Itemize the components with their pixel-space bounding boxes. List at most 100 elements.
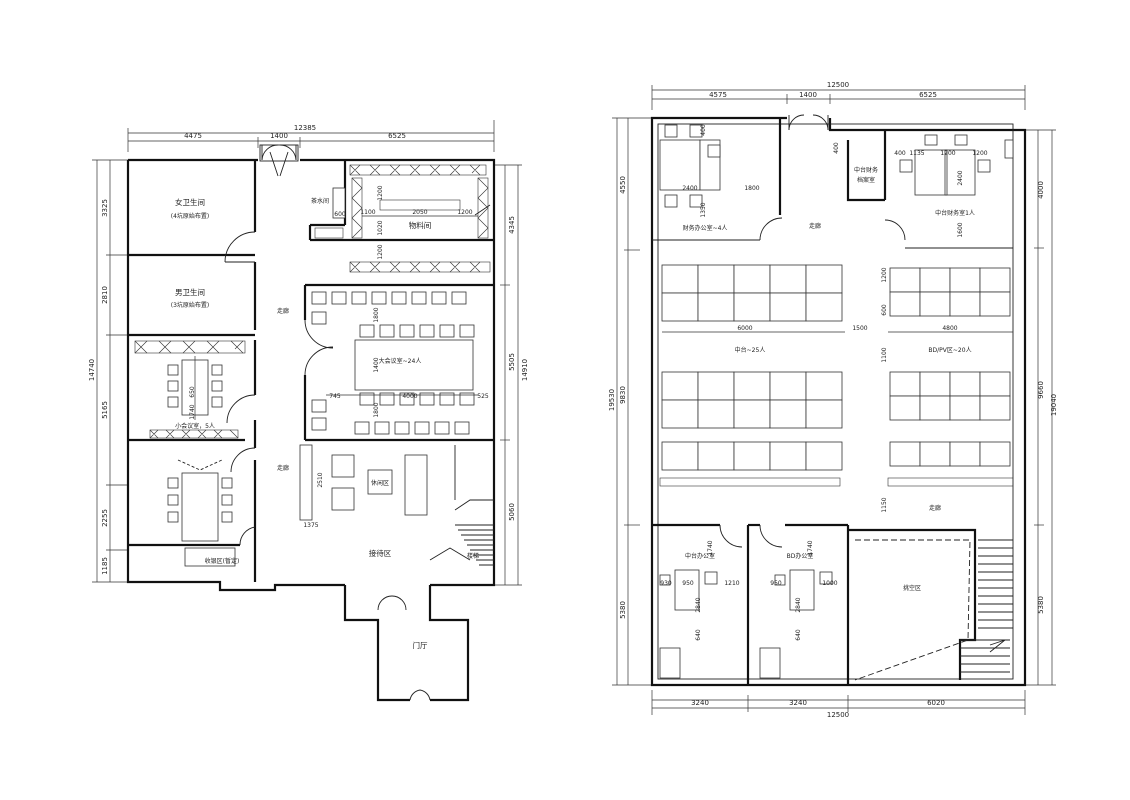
plan2-room-office-b: BD办公室 (787, 552, 814, 560)
plan2-dim-2400-a: 2400 (682, 185, 697, 192)
plan-2: 12500 4575 1400 6525 3240 3240 6020 1250… (608, 81, 1058, 719)
plan2-dim-right-3: 5380 (1037, 596, 1045, 614)
plan1-dim-525: 525 (477, 393, 489, 400)
plan1-dim-top-1: 4475 (184, 132, 202, 140)
plan2-room-open-left: 中台~25人 (735, 346, 766, 354)
plan2-room-hr: 中台财务 (854, 166, 878, 174)
plan1-room-meeting-small: 小会议室，5人 (175, 422, 215, 430)
plan1-dim-1200-c: 1200 (377, 244, 384, 259)
plan2-dim-1000: 1000 (822, 580, 837, 587)
plan1-room-lobby: 门厅 (413, 641, 428, 650)
plan2-room-hr-sub: 档案室 (857, 176, 875, 184)
plan1-dim-2510: 2510 (317, 472, 324, 487)
plan2-desk-row-4 (889, 267, 1011, 317)
plan1-dim-1200-b: 1200 (377, 185, 384, 200)
plan1-room-male-wc: 男卫生间 (175, 287, 205, 297)
plan2-dim-2400-b: 2400 (957, 170, 964, 185)
plan2-dim-1150: 1150 (881, 497, 888, 512)
plan2-top-right-rooms: 400 1200 1135 400 1200 2400 1600 中台财务 档案… (833, 130, 1014, 249)
plan2-dim-1500: 1500 (852, 325, 867, 332)
plan1-dim-right-2: 5505 (508, 353, 516, 371)
plan2-dim-bottom-2: 3240 (789, 699, 807, 707)
plan1-dim-left-4: 2255 (101, 509, 109, 527)
plan1-room-female-wc-note: (4坑原始布置) (171, 212, 210, 220)
plan2-dim-1135: 1135 (909, 150, 924, 157)
plan2-dim-2840-b: 2840 (795, 597, 802, 612)
plan2-dim-1200-b: 1200 (972, 150, 987, 157)
plan1-room-reception: 接待区 (369, 548, 392, 558)
plan2-dim-1350: 1350 (700, 202, 707, 217)
plan2-dim-2840-a: 2840 (695, 597, 702, 612)
plan2-dim-right-total: 19040 (1050, 394, 1058, 416)
plan1-conf-chairs-bottom (311, 392, 475, 435)
plan1-dim-745: 745 (329, 393, 341, 400)
plan2-dim-bottom-1: 3240 (691, 699, 709, 707)
plan2-desk-row-2 (661, 371, 843, 429)
plan1-dim-1020: 1020 (377, 220, 384, 235)
plan2-dim-1740-b: 1740 (807, 540, 814, 555)
plan2-dim-right-2: 9660 (1037, 381, 1045, 399)
plan2-bottom-dimension: 3240 3240 6020 12500 (651, 690, 1026, 719)
plan2-desk-row-5 (889, 371, 1011, 421)
plan2-dim-top-3: 6525 (919, 91, 937, 99)
plan2-top-door (788, 114, 829, 131)
plan2-void-area: 挑空区 (848, 528, 1013, 681)
plan1-room-female-wc: 女卫生间 (175, 197, 205, 207)
plan1-corridor-1: 走廊 (277, 307, 289, 315)
plan2-dim-400-b: 400 (833, 142, 840, 154)
plan2-dim-400-c: 400 (894, 150, 906, 157)
plan2-dim-1800-a: 1800 (744, 185, 759, 192)
plan1-dim-right-1: 4345 (508, 216, 516, 234)
plan2-dim-640-a: 640 (695, 629, 702, 641)
plan2-corridor-top: 走廊 (809, 222, 821, 230)
plan1-dim-600: 600 (334, 211, 346, 218)
plan1-room-stair: 楼梯 (467, 552, 479, 560)
plan2-dim-930: 930 (660, 580, 672, 587)
plan1-dim-1800-b: 1800 (373, 402, 380, 417)
plan2-dim-left-2: 9830 (619, 386, 627, 404)
plan1-reception: 2510 1375 休闲区 接待区 楼梯 (299, 444, 494, 566)
plan1-dim-1200-a: 1200 (457, 209, 472, 216)
plan1-dim-top-2: 1400 (270, 132, 288, 140)
plan2-room-office-a: 中台办公室 (685, 552, 715, 560)
plan2-corridor-mid: 走廊 (929, 504, 941, 512)
plan2-top-dimension: 12500 4575 1400 6525 (651, 81, 1026, 110)
plan-1: 12385 4475 1400 6525 14740 3325 2810 516… (88, 120, 529, 702)
plan1-dim-1100: 1100 (360, 209, 375, 216)
plan1-dim-650: 650 (189, 386, 196, 398)
plan1-dim-right-3: 5060 (508, 503, 516, 521)
plan1-room-male-wc-note: (3坑原始布置) (171, 301, 210, 309)
plan1-top-dimension: 12385 4475 1400 6525 (127, 120, 495, 152)
plan1-lobby: 门厅 (343, 585, 470, 702)
plan1-dim-top-total: 12385 (294, 124, 316, 132)
plan1-dim-1800-a: 1800 (373, 307, 380, 322)
plan1-room-conf-large: 大会议室~24人 (379, 357, 422, 365)
plan1-left-dimension: 14740 3325 2810 5165 2255 1185 (88, 159, 128, 583)
plan2-right-dimension: 4000 9660 5380 19040 (1025, 129, 1058, 686)
plan2-dim-bottom-total: 12500 (827, 711, 849, 719)
plan1-dim-top-3: 6525 (388, 132, 406, 140)
plan2-dim-1210: 1210 (724, 580, 739, 587)
plan2-room-open-right: BD/PV区~20人 (928, 347, 971, 354)
plan2-dim-1600: 1600 (957, 222, 964, 237)
plan2-dim-400-a: 400 (700, 124, 707, 136)
plan1-dim-left-total: 14740 (88, 359, 96, 381)
plan2-dim-950-a: 950 (682, 580, 694, 587)
plan2-lower-offices: 1740 1740 930 950 1210 950 1000 2840 284… (652, 523, 850, 685)
plan2-dim-1200-a: 1200 (940, 150, 955, 157)
plan2-dim-600: 600 (881, 304, 888, 316)
plan2-dim-left-1: 4550 (619, 176, 627, 194)
plan2-dim-1740-a: 1740 (707, 540, 714, 555)
plan2-desk-row-3 (661, 441, 843, 471)
plan1-dim-1375: 1375 (303, 522, 318, 529)
plan1-dim-1400: 1400 (373, 357, 380, 372)
plan1-right-dimension: 4345 5505 5060 14910 (494, 164, 529, 586)
plan2-dim-left-3: 5380 (619, 601, 627, 619)
plan2-desk-row-1 (661, 264, 843, 322)
plan2-dim-bottom-3: 6020 (927, 699, 945, 707)
plan2-dim-top-total: 12500 (827, 81, 849, 89)
plan2-room-finance-office: 中台财务室1人 (935, 209, 975, 217)
plan2-room-void: 挑空区 (903, 584, 921, 592)
plan2-dim-top-2: 1400 (799, 91, 817, 99)
